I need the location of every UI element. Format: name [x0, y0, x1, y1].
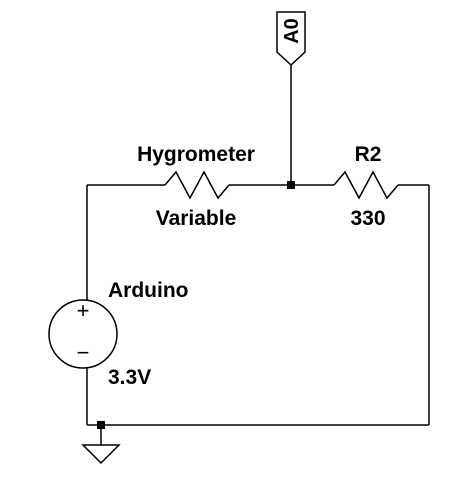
net-flag-icon	[276, 11, 306, 67]
r2-value-label: 330	[350, 207, 385, 230]
r2-name-label: R2	[355, 143, 382, 166]
source-plus-sign: +	[77, 298, 90, 323]
ground-icon	[81, 444, 121, 465]
source-value-label: 3.3V	[108, 366, 151, 389]
hygrometer-name-label: Hygrometer	[137, 143, 255, 166]
hygrometer-resistor-icon	[164, 170, 230, 200]
net-label-text: A0	[281, 18, 303, 44]
hygrometer-value-label: Variable	[156, 207, 237, 230]
junction-dot	[287, 181, 295, 189]
source-minus-sign: −	[77, 340, 90, 365]
source-name-label: Arduino	[108, 279, 188, 302]
ground-junction-dot	[97, 421, 105, 429]
r2-resistor-icon	[333, 170, 399, 200]
voltage-source-icon	[48, 299, 118, 369]
net-label-a0: A0	[276, 11, 306, 67]
